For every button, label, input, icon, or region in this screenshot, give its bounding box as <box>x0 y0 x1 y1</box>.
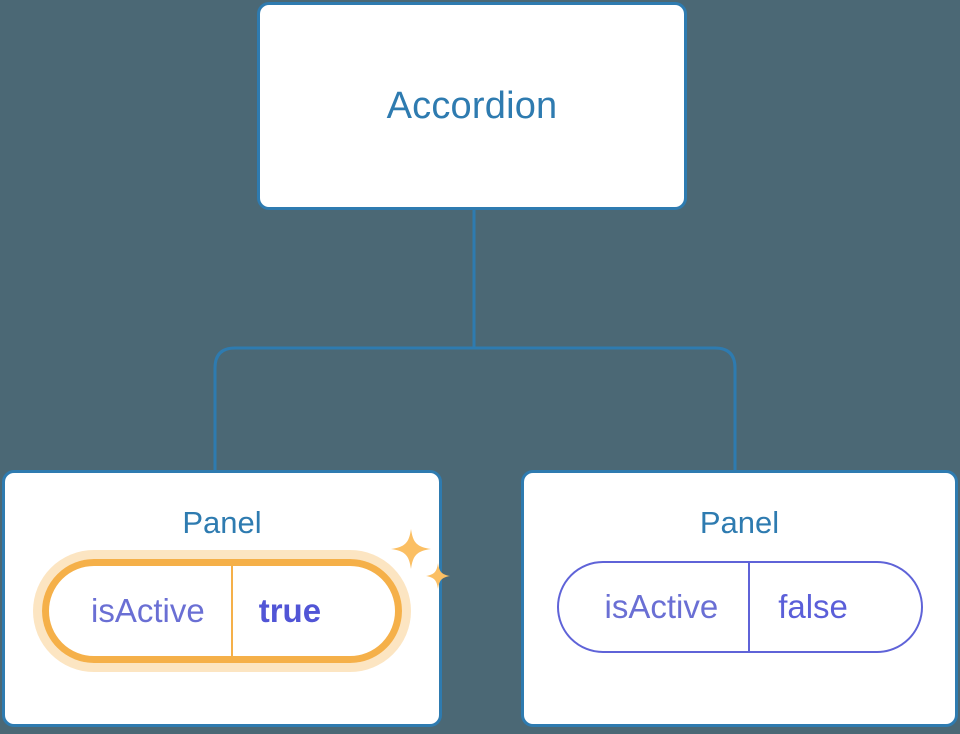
accordion-node[interactable]: Accordion <box>257 2 687 210</box>
panel-node-right-title: Panel <box>699 505 780 540</box>
panel-right-prop-wrapper: isActive false <box>524 561 955 653</box>
panel-node-left[interactable]: Panel isActive true <box>2 470 450 727</box>
panel-left-prop-key: isActive <box>91 592 205 629</box>
sparkle-small-icon <box>426 563 450 589</box>
panel-right-prop-pill[interactable]: isActive false <box>556 561 923 653</box>
panel-node-right[interactable]: Panel isActive false <box>521 470 958 727</box>
connector-branch <box>213 346 737 470</box>
panel-right-prop-value: false <box>748 563 898 651</box>
panel-node-left-title: Panel <box>182 505 262 540</box>
panel-left-prop-wrapper: isActive true <box>5 529 450 663</box>
panel-right-prop-key: isActive <box>604 588 719 625</box>
panel-left-prop-pill[interactable]: isActive true <box>42 559 402 663</box>
accordion-node-title: Accordion <box>386 85 558 127</box>
panel-left-prop-value: true <box>230 566 365 656</box>
